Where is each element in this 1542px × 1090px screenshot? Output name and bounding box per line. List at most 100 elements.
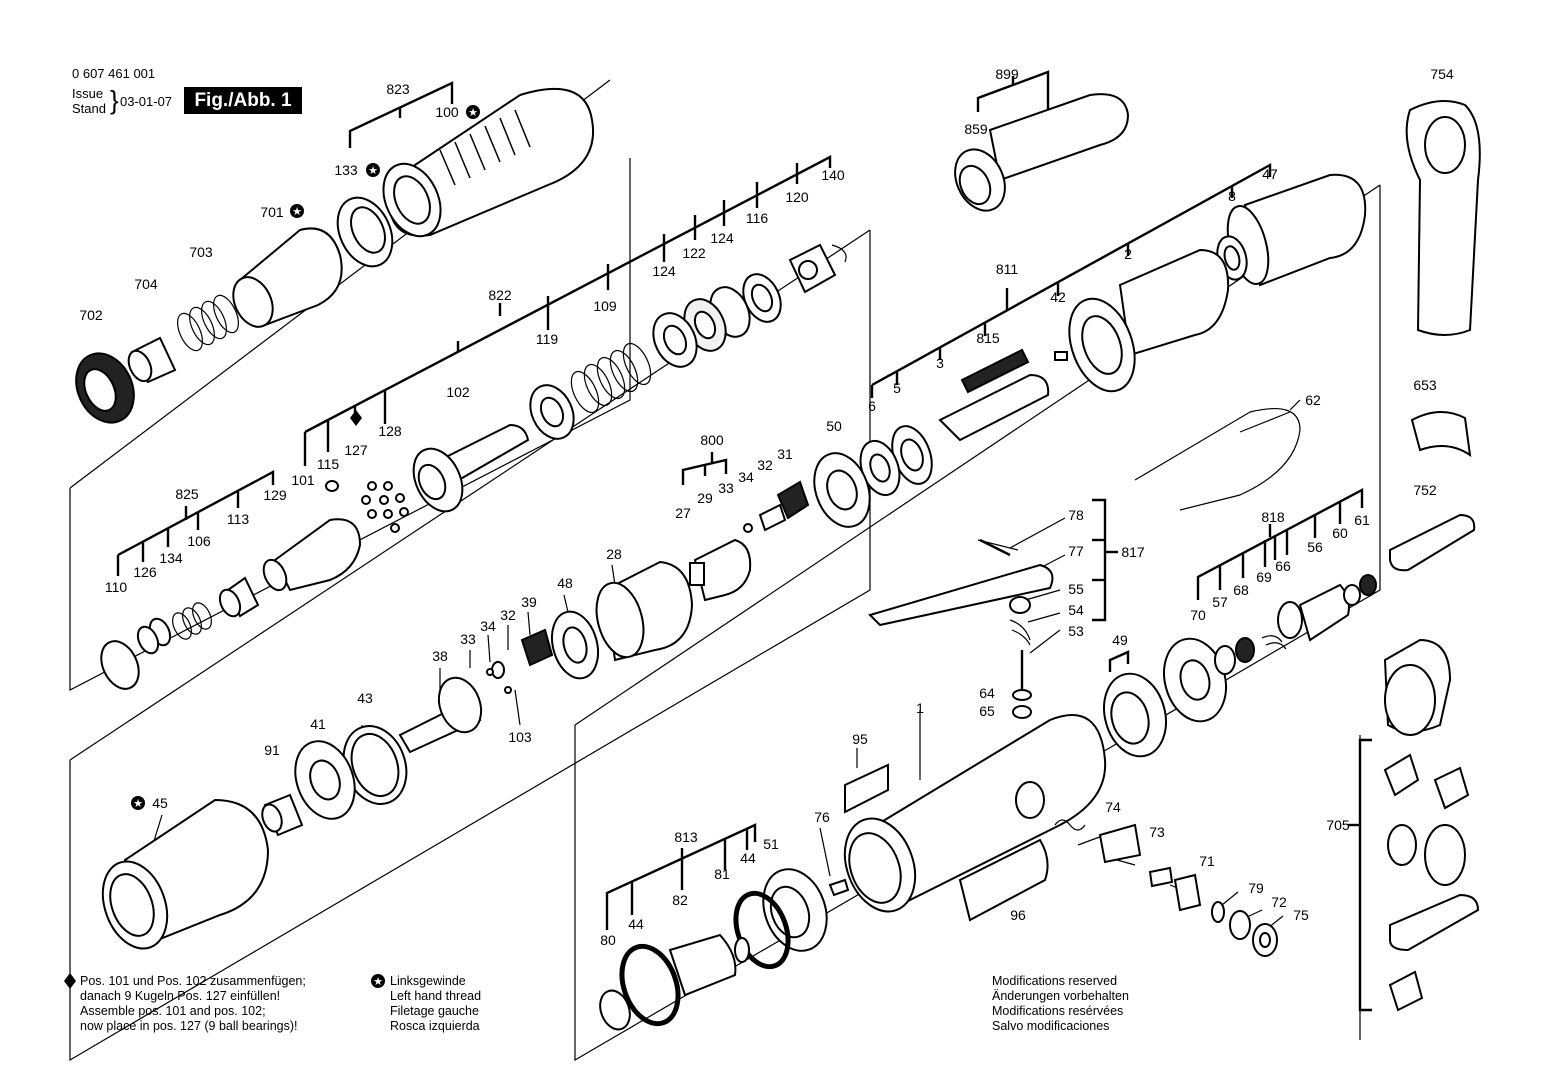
marker-symbols: ★ ★ ★ ★ bbox=[131, 105, 480, 810]
label-800: 800 bbox=[700, 432, 724, 448]
diamond-marker-icon bbox=[350, 410, 362, 426]
label-75: 75 bbox=[1293, 907, 1309, 923]
label-81: 81 bbox=[714, 866, 730, 882]
label-61: 61 bbox=[1354, 512, 1370, 528]
svg-text:★: ★ bbox=[133, 797, 143, 810]
label-704: 704 bbox=[134, 276, 158, 292]
modifications-note-line: Modifications resérvées bbox=[992, 1004, 1124, 1018]
label-106: 106 bbox=[187, 533, 211, 549]
label-62: 62 bbox=[1305, 392, 1321, 408]
label-129: 129 bbox=[263, 487, 287, 503]
label-134: 134 bbox=[159, 550, 183, 566]
stand-label: Stand bbox=[72, 101, 106, 116]
label-101: 101 bbox=[291, 472, 315, 488]
assembly-note-line: now place in pos. 127 (9 ball bearings)! bbox=[80, 1019, 298, 1033]
label-44a: 44 bbox=[740, 850, 756, 866]
thread-note-line: Rosca izquierda bbox=[390, 1019, 480, 1033]
label-103: 103 bbox=[508, 729, 532, 745]
label-57: 57 bbox=[1212, 594, 1228, 610]
label-109: 109 bbox=[593, 298, 617, 314]
svg-text:★: ★ bbox=[468, 106, 478, 119]
label-899: 899 bbox=[995, 66, 1019, 82]
label-45: 45 bbox=[152, 795, 168, 811]
label-33b: 33 bbox=[460, 631, 476, 647]
modifications-note-line: Modifications reserved bbox=[992, 974, 1118, 988]
label-43: 43 bbox=[357, 690, 373, 706]
label-38: 38 bbox=[432, 648, 448, 664]
label-124a: 124 bbox=[710, 230, 734, 246]
star-marker-icon: ★ bbox=[290, 204, 304, 218]
label-55: 55 bbox=[1068, 581, 1084, 597]
label-752: 752 bbox=[1413, 482, 1437, 498]
label-79: 79 bbox=[1248, 880, 1264, 896]
label-65: 65 bbox=[979, 703, 995, 719]
parts-line-art bbox=[75, 87, 1481, 1031]
label-126: 126 bbox=[133, 564, 157, 580]
label-128: 128 bbox=[378, 423, 402, 439]
svg-text:★: ★ bbox=[292, 205, 302, 218]
label-49: 49 bbox=[1112, 632, 1128, 648]
label-74: 74 bbox=[1105, 799, 1121, 815]
label-133: 133 bbox=[334, 162, 358, 178]
label-69: 69 bbox=[1256, 569, 1272, 585]
label-47: 47 bbox=[1262, 166, 1278, 182]
label-818: 818 bbox=[1261, 509, 1285, 525]
label-27: 27 bbox=[675, 505, 691, 521]
label-56: 56 bbox=[1307, 539, 1323, 555]
label-811: 811 bbox=[996, 261, 1019, 277]
part-labels: 823 100 133 701 703 704 702 140 120 116 … bbox=[79, 66, 1454, 948]
label-28: 28 bbox=[606, 546, 622, 562]
label-64: 64 bbox=[979, 685, 995, 701]
label-34a: 34 bbox=[738, 469, 754, 485]
label-78: 78 bbox=[1068, 507, 1084, 523]
label-73: 73 bbox=[1149, 824, 1165, 840]
assembly-note-line: Assemble pos. 101 and pos. 102; bbox=[80, 1004, 266, 1018]
label-705: 705 bbox=[1326, 817, 1350, 833]
assembly-note-line: danach 9 Kugeln Pos. 127 einfüllen! bbox=[80, 989, 281, 1003]
label-71: 71 bbox=[1199, 853, 1215, 869]
label-32a: 32 bbox=[757, 457, 773, 473]
label-1: 1 bbox=[916, 700, 924, 716]
modifications-note: Modifications reserved Änderungen vorbeh… bbox=[992, 974, 1129, 1034]
issue-brace: } bbox=[110, 85, 119, 115]
label-5: 5 bbox=[893, 380, 901, 396]
part-number: 0 607 461 001 bbox=[72, 66, 156, 81]
label-653: 653 bbox=[1413, 377, 1437, 393]
label-8: 8 bbox=[1228, 188, 1236, 204]
label-100: 100 bbox=[435, 104, 459, 120]
label-120: 120 bbox=[785, 189, 809, 205]
star-marker-icon: ★ bbox=[131, 796, 145, 810]
label-6: 6 bbox=[868, 398, 876, 414]
label-72: 72 bbox=[1271, 894, 1287, 910]
label-95: 95 bbox=[852, 731, 868, 747]
left-hand-thread-note: Linksgewinde Left hand thread Filetage g… bbox=[390, 974, 481, 1034]
label-82: 82 bbox=[672, 892, 688, 908]
label-48: 48 bbox=[557, 575, 573, 591]
label-115: 115 bbox=[317, 456, 340, 472]
label-701: 701 bbox=[260, 204, 284, 220]
label-702: 702 bbox=[79, 307, 103, 323]
label-50: 50 bbox=[826, 418, 842, 434]
label-859: 859 bbox=[964, 121, 988, 137]
diamond-legend-icon bbox=[64, 973, 76, 989]
label-60: 60 bbox=[1332, 525, 1348, 541]
label-33a: 33 bbox=[718, 480, 734, 496]
label-823: 823 bbox=[386, 81, 410, 97]
star-marker-icon: ★ bbox=[366, 163, 380, 177]
modifications-note-line: Salvo modificaciones bbox=[992, 1019, 1110, 1033]
figure-label: Fig./Abb. 1 bbox=[184, 87, 302, 114]
label-825: 825 bbox=[175, 486, 199, 502]
issue-label: Issue bbox=[72, 86, 104, 101]
label-754: 754 bbox=[1430, 66, 1454, 82]
label-113: 113 bbox=[227, 511, 250, 527]
label-76: 76 bbox=[814, 809, 830, 825]
label-2: 2 bbox=[1124, 246, 1132, 262]
label-41: 41 bbox=[310, 716, 326, 732]
label-53: 53 bbox=[1068, 623, 1084, 639]
label-39: 39 bbox=[521, 594, 537, 610]
label-54: 54 bbox=[1068, 602, 1084, 618]
label-34b: 34 bbox=[480, 618, 496, 634]
label-127: 127 bbox=[344, 442, 368, 458]
label-119: 119 bbox=[536, 331, 559, 347]
